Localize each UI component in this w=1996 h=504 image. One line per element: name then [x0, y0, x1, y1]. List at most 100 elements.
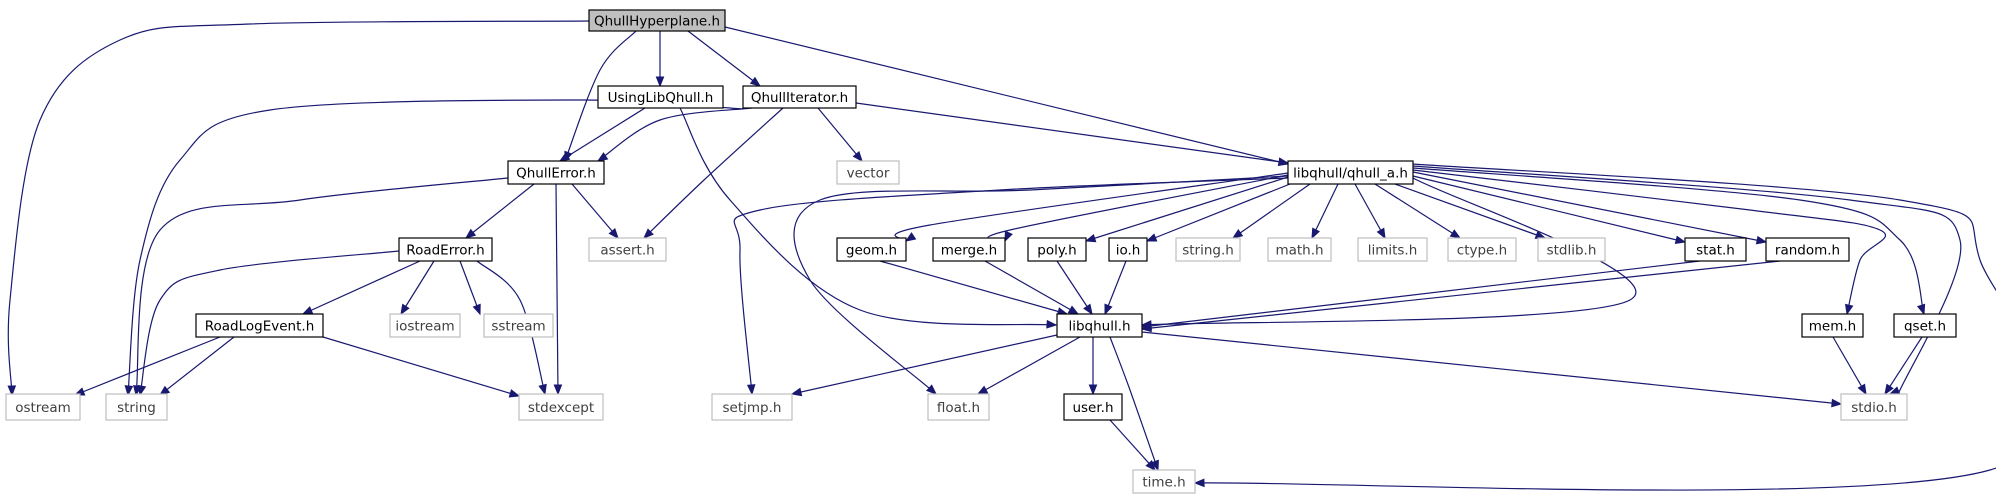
edge-libqhull-h-to-float-h — [976, 336, 1081, 395]
edge-line — [1311, 183, 1339, 239]
node-assert-h[interactable]: assert.h — [588, 237, 667, 262]
edge-line — [465, 183, 535, 239]
node-label: random.h — [1775, 243, 1840, 259]
node-box — [1801, 313, 1864, 338]
node-time-h[interactable]: time.h — [1132, 469, 1196, 494]
edge-line — [1354, 183, 1386, 239]
edge-line — [139, 250, 400, 396]
node-io-h[interactable]: io.h — [1108, 237, 1148, 262]
node-libqhull-h[interactable]: libqhull.h — [1056, 313, 1143, 338]
node-poly-h[interactable]: poly.h — [1027, 237, 1087, 262]
edge-line — [984, 260, 1079, 315]
node-box — [1684, 237, 1747, 262]
node-qset-h[interactable]: qset.h — [1893, 313, 1957, 338]
arrowhead-icon — [1145, 460, 1156, 471]
edge-libqhull-qhull-a-h-to-math-h — [1311, 183, 1339, 240]
node-label: stdlib.h — [1547, 243, 1597, 259]
edge-line — [476, 260, 546, 395]
arrowhead-icon — [137, 384, 147, 397]
node-label: assert.h — [600, 243, 654, 259]
node-geom-h[interactable]: geom.h — [836, 237, 907, 262]
edge-libqhull-qhull-a-h-to-setjmp-h — [733, 177, 1289, 396]
arrowhead-icon — [926, 384, 938, 395]
node-ctype-h[interactable]: ctype.h — [1447, 237, 1517, 262]
node-label: time.h — [1142, 475, 1185, 491]
arrowhead-icon — [1046, 319, 1058, 329]
edges-layer — [7, 20, 1996, 491]
node-limits-h[interactable]: limits.h — [1357, 237, 1428, 262]
node-roadlogevent-h[interactable]: RoadLogEvent.h — [195, 313, 324, 338]
edge-libqhull-qhull-a-h-to-limits-h — [1354, 183, 1386, 240]
edge-line — [1085, 176, 1289, 242]
arrowhead-icon — [1145, 233, 1158, 242]
node-float-h[interactable]: float.h — [927, 393, 990, 421]
node-box — [483, 313, 554, 338]
node-usinglibqhull-h[interactable]: UsingLibQhull.h — [597, 85, 724, 109]
node-qhulliterator-h[interactable]: QhullIterator.h — [742, 85, 857, 109]
node-string-h[interactable]: string.h — [1175, 237, 1241, 262]
arrowhead-icon — [1067, 305, 1080, 315]
edge-line — [1412, 171, 1767, 243]
edge-line — [879, 260, 1068, 315]
node-stdlib-h[interactable]: stdlib.h — [1537, 237, 1606, 262]
edge-line — [1141, 260, 1701, 328]
node-label: ostream — [15, 400, 71, 416]
node-stat-h[interactable]: stat.h — [1684, 237, 1747, 262]
node-stdexcept[interactable]: stdexcept — [518, 393, 604, 421]
node-string[interactable]: string — [105, 393, 168, 421]
node-vector[interactable]: vector — [836, 160, 900, 185]
edge-libqhull-qhull-a-h-to-ctype-h — [1374, 183, 1462, 239]
edge-line — [1141, 260, 1781, 330]
edge-libqhull-qhull-a-h-to-stdlib-h — [1394, 183, 1547, 239]
edge-line — [1104, 260, 1127, 315]
edge-libqhull-qhull-a-h-to-string-h — [1231, 183, 1311, 239]
node-mem-h[interactable]: mem.h — [1801, 313, 1864, 338]
arrowhead-icon — [655, 76, 665, 88]
node-random-h[interactable]: random.h — [1765, 237, 1850, 262]
node-box — [1537, 237, 1606, 262]
node-box — [195, 313, 324, 338]
node-libqhull-qhull-a-h[interactable]: libqhull/qhull_a.h — [1287, 160, 1414, 185]
node-math-h[interactable]: math.h — [1267, 237, 1332, 262]
node-label: UsingLibQhull.h — [608, 90, 714, 106]
arrowhead-icon — [472, 303, 481, 316]
edge-line — [74, 336, 221, 396]
edge-line — [855, 102, 1289, 164]
node-label: qset.h — [1904, 319, 1946, 335]
node-label: math.h — [1275, 243, 1323, 259]
edge-libqhull-qhull-a-h-to-mem-h — [1412, 169, 1887, 316]
edge-libqhull-h-to-stdio-h — [1141, 331, 1843, 408]
node-qhullerror-h[interactable]: QhullError.h — [507, 160, 605, 185]
edge-line — [1832, 336, 1867, 395]
node-qhullhyperplane-h: QhullHyperplane.h — [588, 9, 726, 32]
edge-line — [1412, 165, 1962, 403]
edge-usinglibqhull-h-to-libqhull-h — [679, 107, 1058, 329]
node-box — [105, 393, 168, 421]
node-user-h[interactable]: user.h — [1063, 393, 1123, 421]
node-iostream[interactable]: iostream — [389, 313, 461, 338]
node-label: stdio.h — [1851, 400, 1897, 416]
node-box — [836, 237, 907, 262]
arrowhead-icon — [301, 306, 314, 315]
node-stdio-h[interactable]: stdio.h — [1840, 393, 1908, 421]
arrowhead-icon — [1755, 235, 1768, 245]
node-label: iostream — [395, 319, 454, 335]
edge-libqhull-qhull-a-h-to-random-h — [1412, 171, 1768, 245]
edge-line — [1109, 336, 1159, 471]
node-sstream[interactable]: sstream — [483, 313, 554, 338]
edge-libqhull-qhull-a-h-to-float-h — [793, 175, 1289, 395]
node-merge-h[interactable]: merge.h — [932, 237, 1006, 262]
node-label: stdexcept — [528, 400, 594, 416]
node-roaderror-h[interactable]: RoadError.h — [398, 237, 493, 262]
node-label: stat.h — [1696, 243, 1735, 259]
node-box — [927, 393, 990, 421]
node-box — [5, 393, 81, 421]
edge-line — [555, 183, 559, 395]
edge-roadlogevent-h-to-ostream — [73, 336, 221, 396]
node-label: vector — [847, 166, 890, 182]
node-setjmp-h[interactable]: setjmp.h — [711, 393, 793, 421]
node-label: setjmp.h — [723, 400, 782, 416]
arrowhead-icon — [1084, 233, 1097, 243]
node-ostream[interactable]: ostream — [5, 393, 81, 421]
edge-line — [1412, 167, 1925, 315]
